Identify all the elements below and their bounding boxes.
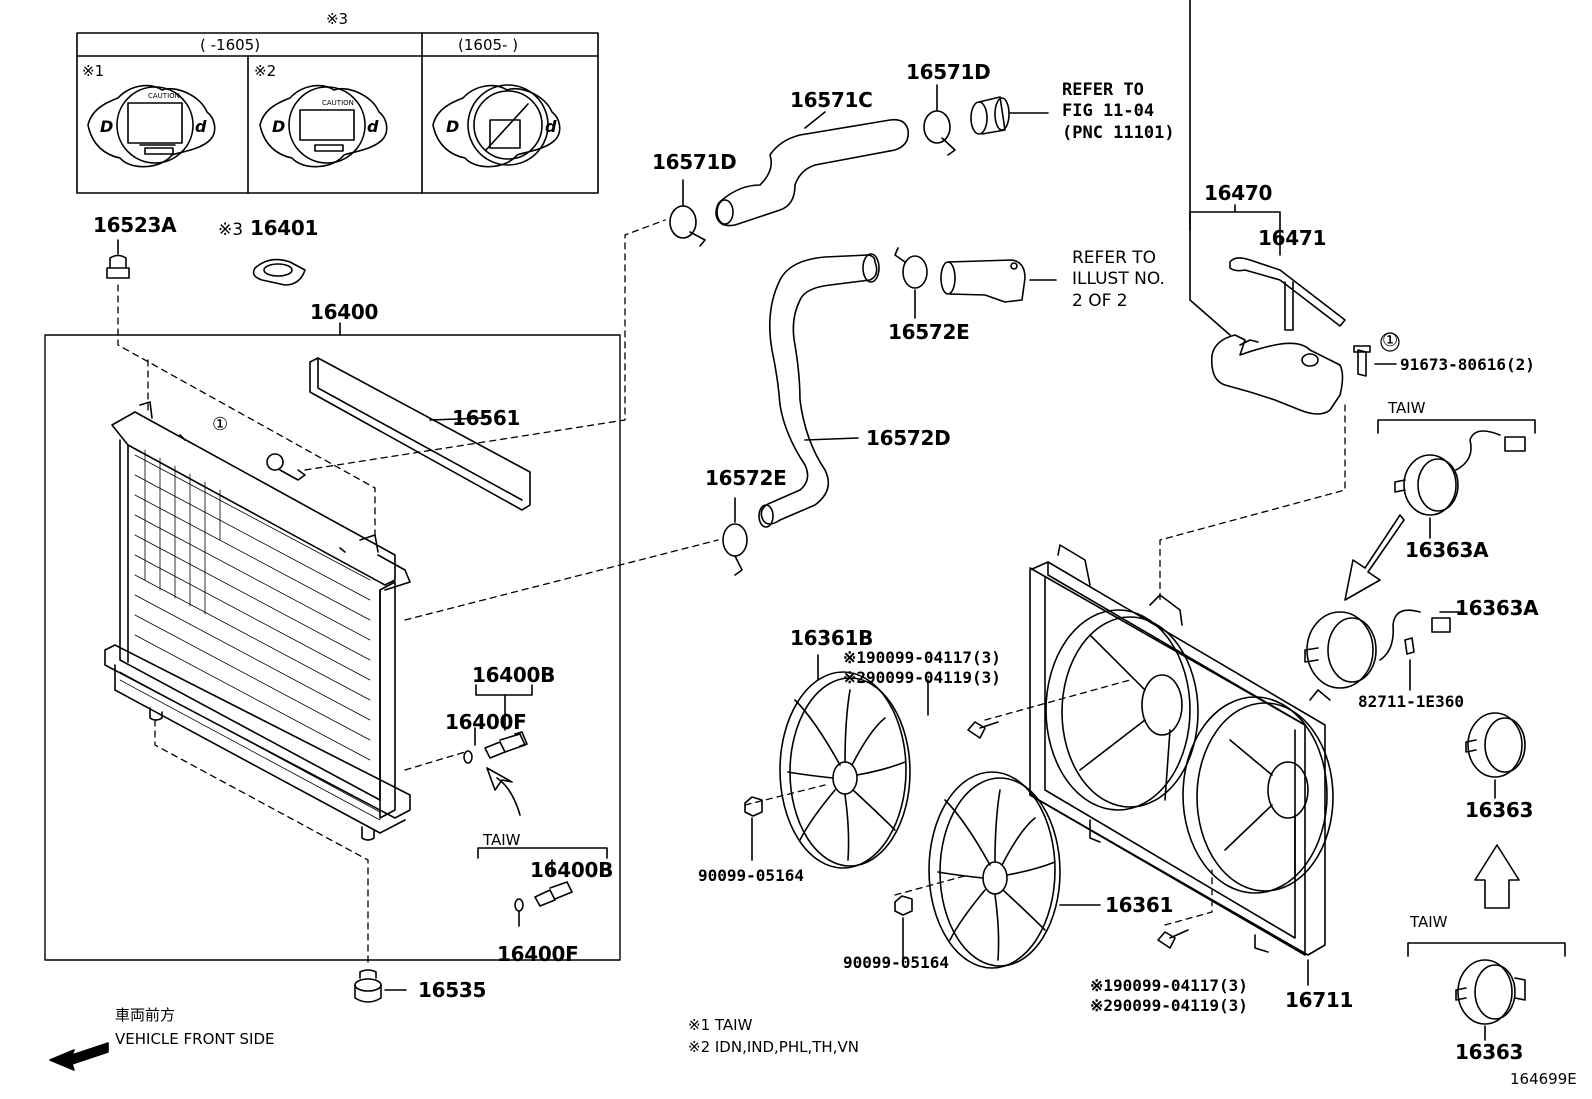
cap-gasket-icon [252, 258, 306, 286]
radiator-seal-icon [309, 357, 531, 511]
radiator-icon [104, 401, 411, 841]
radiator-cap-3-icon: D d [432, 84, 561, 168]
svg-text:D: D [100, 117, 113, 136]
radiator-cap-1-icon: D d [87, 84, 216, 168]
dashed-leaders [117, 219, 1346, 966]
footnote-2: ※2 IDN,IND,PHL,TH,VN [688, 1038, 859, 1056]
bolt-icon [1157, 929, 1189, 949]
part-16361B: 16361B [790, 626, 874, 650]
bolt-note-b1: ※190099-04117(3) [1090, 976, 1248, 995]
drain-cock-taiw-icon [514, 881, 573, 912]
diagram-code: 164699E [1510, 1070, 1577, 1088]
radiator-group-box [44, 334, 621, 961]
bolt-note-a1: ※190099-04117(3) [843, 648, 1001, 667]
outlet-fitting-icon [940, 259, 1026, 303]
part-16572D: 16572D [866, 426, 951, 450]
hose-clamp-icon [894, 247, 928, 289]
reservoir-hose-icon [1229, 257, 1346, 331]
inlet-pipe-icon [970, 96, 1010, 135]
part-16361: 16361 [1105, 893, 1174, 917]
part-16401-note: ※3 [218, 220, 244, 240]
fan-motor-icon [1304, 609, 1451, 689]
hub-nut-icon [894, 895, 913, 916]
svg-text:d: d [195, 117, 207, 136]
part-16471: 16471 [1258, 226, 1327, 250]
upper-hose-icon [715, 118, 910, 227]
part-16572E-upper: 16572E [888, 320, 970, 344]
part-16400B-lower: 16400B [530, 858, 614, 882]
bolt-note-b2: ※290099-04119(3) [1090, 996, 1248, 1015]
cap1-caution-text: CAUTION [148, 92, 180, 100]
fan-motor-icon [1465, 712, 1526, 778]
bolt-note-a2: ※290099-04119(3) [843, 668, 1001, 687]
hose-clamp-icon [669, 205, 706, 247]
part-16400F-upper: 16400F [445, 710, 527, 734]
svg-text:D: D [446, 117, 459, 136]
vehicle-front-jp: 車両前方 [115, 1006, 176, 1024]
taiw-label-drain: TAIW [483, 831, 521, 849]
hose-clamp-icon [722, 523, 748, 576]
refer-illust-2-of-2: REFER TO ILLUST NO. 2 OF 2 [1072, 248, 1165, 311]
cap-table [76, 32, 599, 194]
svg-text:D: D [272, 117, 285, 136]
radiator-cap-2-icon: D d [259, 84, 388, 168]
footnote-1: ※1 TAIW [688, 1016, 753, 1034]
cooling-fan-b-icon [779, 671, 911, 869]
part-16400: 16400 [310, 300, 379, 324]
part-16711: 16711 [1285, 988, 1354, 1012]
cap-cell1-note: ※1 [82, 62, 105, 80]
radiator-mount-icon [354, 969, 382, 1003]
lower-hose-icon [758, 253, 880, 528]
part-90099-05164-right: 90099-05164 [843, 953, 949, 972]
part-16571C: 16571C [790, 88, 873, 112]
taiw-label-bottom-right: TAIW [1410, 913, 1448, 931]
part-16400F-lower: 16400F [497, 942, 579, 966]
front-arrow-icon [49, 1042, 109, 1071]
part-16363-lower: 16363 [1455, 1040, 1524, 1064]
taiw-label-top: TAIW [1388, 399, 1426, 417]
circle-marker-1: ① [212, 414, 229, 435]
part-16363A-taiw: 16363A [1405, 538, 1489, 562]
cap2-caution-text: CAUTION [322, 99, 354, 107]
part-90099-05164-left: 90099-05164 [698, 866, 804, 885]
part-16401: 16401 [250, 216, 319, 240]
reservoir-tank-icon [1210, 334, 1344, 415]
bolt-icon [967, 721, 999, 739]
drain-plug-icon [106, 254, 130, 279]
cap-table-col2-header: (1605- ) [458, 36, 519, 54]
hub-nut-icon [744, 796, 763, 817]
fan-motor-taiw-icon [1455, 959, 1526, 1025]
part-16535: 16535 [418, 978, 487, 1002]
part-16470: 16470 [1204, 181, 1273, 205]
circle-marker-2: ① [1382, 330, 1399, 351]
vehicle-front-en: VEHICLE FRONT SIDE [115, 1030, 275, 1048]
part-16400B-upper: 16400B [472, 663, 556, 687]
part-16363-upper: 16363 [1465, 798, 1534, 822]
svg-text:d: d [367, 117, 379, 136]
part-16572E-lower: 16572E [705, 466, 787, 490]
cap-table-col1-header: ( -1605) [200, 36, 261, 54]
part-82711-1E360: 82711-1E360 [1358, 692, 1464, 711]
refer-fig-11-04: REFER TO FIG 11-04 (PNC 11101) [1062, 80, 1175, 143]
fan-motor-taiw-icon [1394, 430, 1526, 516]
cap-cell2-note: ※2 [254, 62, 277, 80]
bolt-icon [1353, 345, 1371, 377]
svg-text:d: d [545, 117, 557, 136]
fan-shroud-icon [1029, 544, 1334, 956]
part-16571D-right: 16571D [906, 60, 991, 84]
hose-clamp-icon [923, 110, 956, 156]
cooling-fan-icon [928, 771, 1061, 969]
part-91673-80616: 91673-80616(2) [1400, 355, 1535, 374]
part-16561: 16561 [452, 406, 521, 430]
cap-table-title: ※3 [325, 10, 349, 28]
part-16523A: 16523A [93, 213, 177, 237]
part-16571D-left: 16571D [652, 150, 737, 174]
drain-cock-icon [463, 731, 528, 764]
part-16363A: 16363A [1455, 596, 1539, 620]
